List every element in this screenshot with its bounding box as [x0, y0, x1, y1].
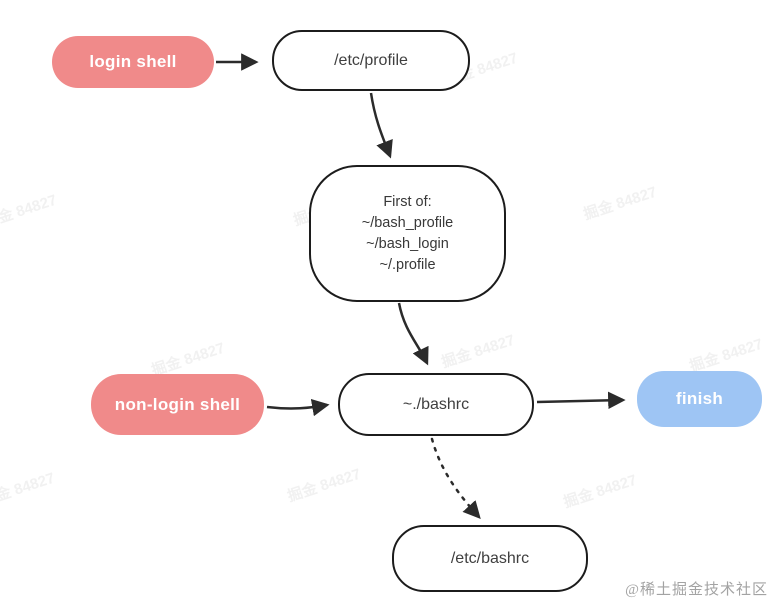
watermark-text: 掘金 84827	[439, 331, 517, 372]
watermark-text: 掘金 84827	[561, 471, 639, 512]
community-credit: @稀土掘金技术社区	[625, 582, 768, 598]
node-etc-bashrc-label: /etc/bashrc	[450, 549, 530, 567]
node-bashrc: ~./bashrc	[338, 373, 534, 436]
watermark-text: 掘金 84827	[687, 335, 765, 376]
node-first-of-line: ~/bash_profile	[361, 214, 454, 231]
node-first-of-line: ~/.profile	[379, 256, 436, 273]
watermark-text: 掘金 84827	[581, 183, 659, 224]
node-login-shell: login shell	[52, 36, 214, 88]
node-non-login-shell-label: non-login shell	[114, 394, 241, 414]
node-etc-profile-label: /etc/profile	[334, 51, 408, 69]
node-first-of-line: First of:	[383, 193, 432, 210]
node-etc-bashrc: /etc/bashrc	[392, 525, 588, 592]
watermark-text: 掘金 84827	[0, 191, 59, 232]
node-finish: finish	[637, 371, 762, 427]
node-first-of-line: ~/bash_login	[366, 235, 449, 252]
node-non-login-shell: non-login shell	[91, 374, 264, 435]
watermark-text: 掘金 84827	[285, 465, 363, 506]
node-finish-label: finish	[675, 389, 724, 408]
node-bashrc-label: ~./bashrc	[402, 395, 470, 413]
node-login-shell-label: login shell	[89, 52, 177, 71]
watermark-text: 掘金 84827	[0, 469, 57, 510]
node-first-of: First of: ~/bash_profile ~/bash_login ~/…	[309, 165, 506, 302]
node-etc-profile: /etc/profile	[272, 30, 470, 91]
